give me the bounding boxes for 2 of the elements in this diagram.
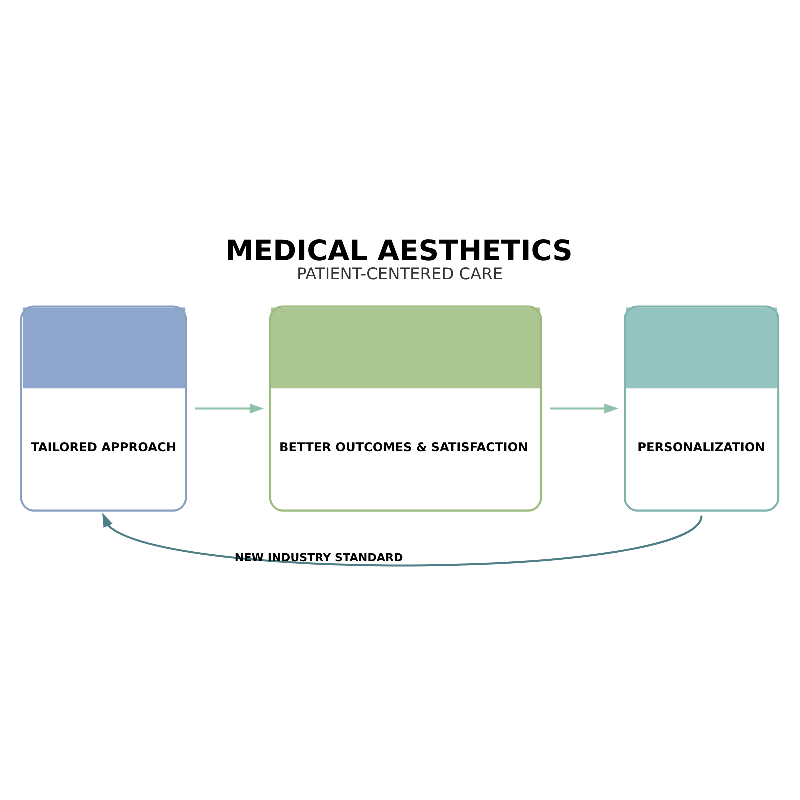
arrow xyxy=(195,403,264,414)
arrow xyxy=(550,403,619,414)
